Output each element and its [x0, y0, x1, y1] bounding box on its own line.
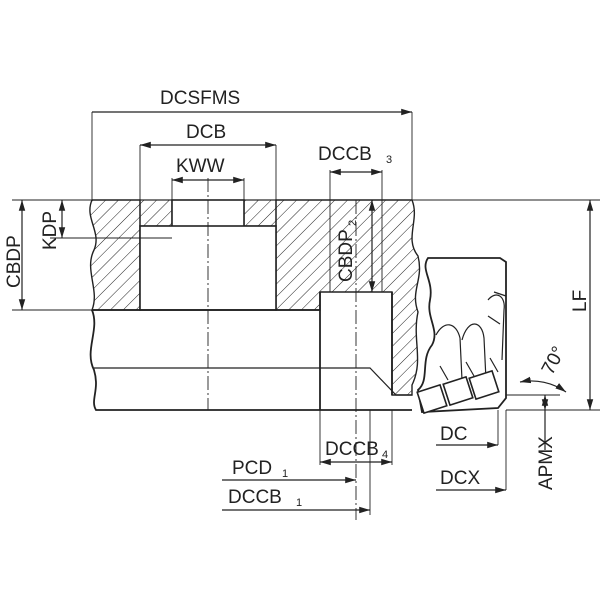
label-dccb4: DCCB	[325, 439, 379, 460]
counterbore-4	[319, 292, 393, 410]
dimension-lines	[12, 108, 600, 515]
label-lf: LF	[570, 290, 591, 312]
body-lower-step	[94, 367, 412, 396]
hatched-section-right	[275, 199, 421, 396]
label-cbdp2: CBDP 2	[336, 220, 359, 282]
body-lower-outline	[89, 309, 412, 411]
insert-pocket-1	[435, 324, 463, 381]
center-lines	[207, 178, 357, 520]
label-dccb3-subscript: 3	[386, 154, 392, 166]
label-angle: 70°	[538, 343, 570, 378]
label-dc: DC	[440, 424, 467, 445]
insert-wedges	[439, 291, 507, 381]
cutting-insert-2	[442, 375, 474, 407]
cutter-head-outline	[417, 257, 507, 413]
svg-text:CBDP: CBDP	[336, 229, 357, 282]
label-pcd1: PCD	[232, 458, 272, 479]
cutter-body-section	[89, 199, 421, 411]
cutter-head	[416, 257, 507, 415]
insert-pocket-3	[487, 294, 505, 361]
label-dccb1-subscript: 1	[296, 497, 302, 509]
label-dccb3: DCCB	[318, 144, 372, 165]
hatched-section-left	[89, 199, 141, 311]
label-kdp: KDP	[40, 211, 61, 250]
label-kww: KWW	[176, 156, 225, 177]
key-slot-right-wall	[243, 199, 277, 227]
label-dcb: DCB	[186, 122, 226, 143]
key-slot-left-wall	[139, 199, 173, 227]
cutting-insert-3	[468, 369, 500, 401]
label-cbdp: CBDP	[4, 235, 25, 288]
insert-pocket-2	[461, 323, 487, 381]
label-dcsfms: DCSFMS	[160, 88, 240, 109]
svg-text:2: 2	[347, 220, 359, 226]
angle-arc	[519, 376, 567, 393]
label-dcx: DCX	[440, 468, 480, 489]
label-dccb4-subscript: 4	[382, 449, 388, 461]
label-apmx: APMX	[536, 436, 557, 490]
label-dccb1: DCCB	[228, 487, 282, 508]
label-pcd1-subscript: 1	[282, 468, 288, 480]
cutting-insert-1	[416, 383, 448, 415]
